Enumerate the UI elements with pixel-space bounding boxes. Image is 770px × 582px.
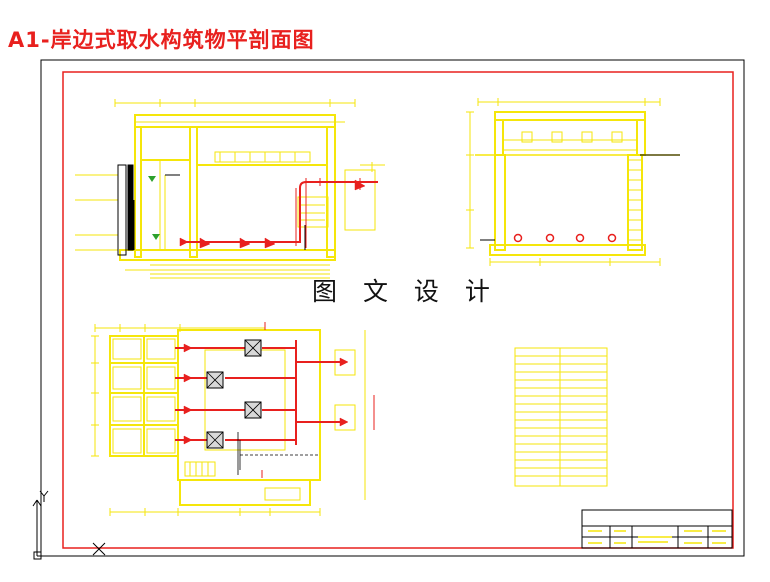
inner-red-frame [62,71,734,549]
plan-pumps [206,339,262,449]
section-view-left [75,99,385,279]
drawing-title: A1-岸边式取水构筑物平剖面图 [8,28,315,52]
plan-pump-x-marks [206,339,320,475]
plan-red-markers [261,322,375,478]
schedule-table [514,347,608,487]
section-view-left-black [117,164,306,256]
outer-sheet-border [40,59,745,557]
section-view-right [466,98,680,266]
plan-view [91,324,366,516]
title-block-text-lines [588,530,726,544]
section-pipes [179,178,378,249]
water-level-markers [148,176,160,240]
plan-pipes [175,340,349,445]
ucs-axis-icon [32,490,106,560]
watermark-text: 图 文 设 计 [312,277,499,306]
section-right-black [480,154,680,241]
section-right-pumps [513,233,617,243]
